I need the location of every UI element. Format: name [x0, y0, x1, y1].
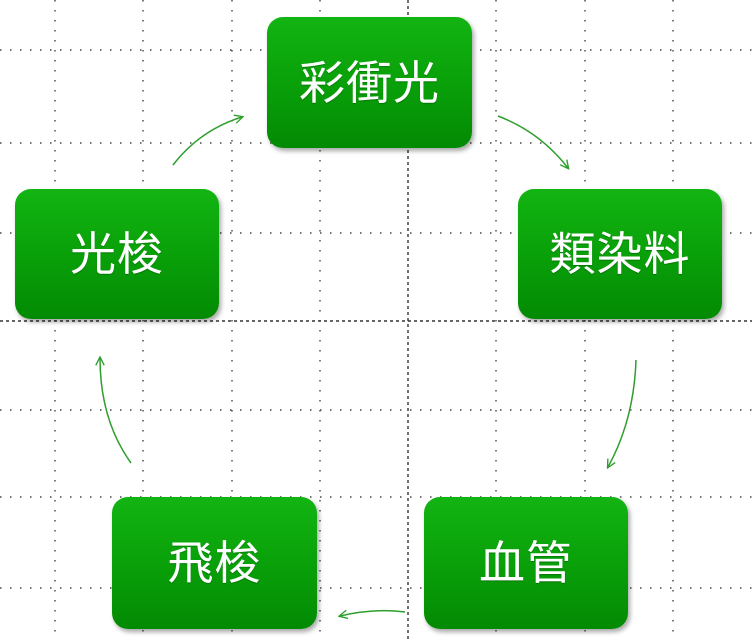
node-top-label: 彩衝光 [299, 55, 440, 110]
arrow-left-to-top [172, 117, 242, 166]
node-bottom-right: 血管 [424, 497, 628, 629]
node-bottom-right-label: 血管 [479, 536, 573, 590]
arrow-right-to-bottom-right [608, 359, 637, 467]
node-bottom-left: 飛梭 [112, 497, 317, 629]
node-left-label: 光梭 [70, 227, 164, 281]
node-left: 光梭 [15, 189, 219, 319]
arrow-top-to-right [497, 115, 568, 168]
node-top: 彩衝光 [267, 17, 472, 148]
node-bottom-left-label: 飛梭 [167, 536, 262, 590]
node-right: 類染料 [518, 189, 722, 319]
node-right-label: 類染料 [549, 227, 691, 281]
arrow-bottom-right-to-bottom-left [340, 611, 406, 616]
arrow-bottom-left-to-left [100, 358, 132, 464]
